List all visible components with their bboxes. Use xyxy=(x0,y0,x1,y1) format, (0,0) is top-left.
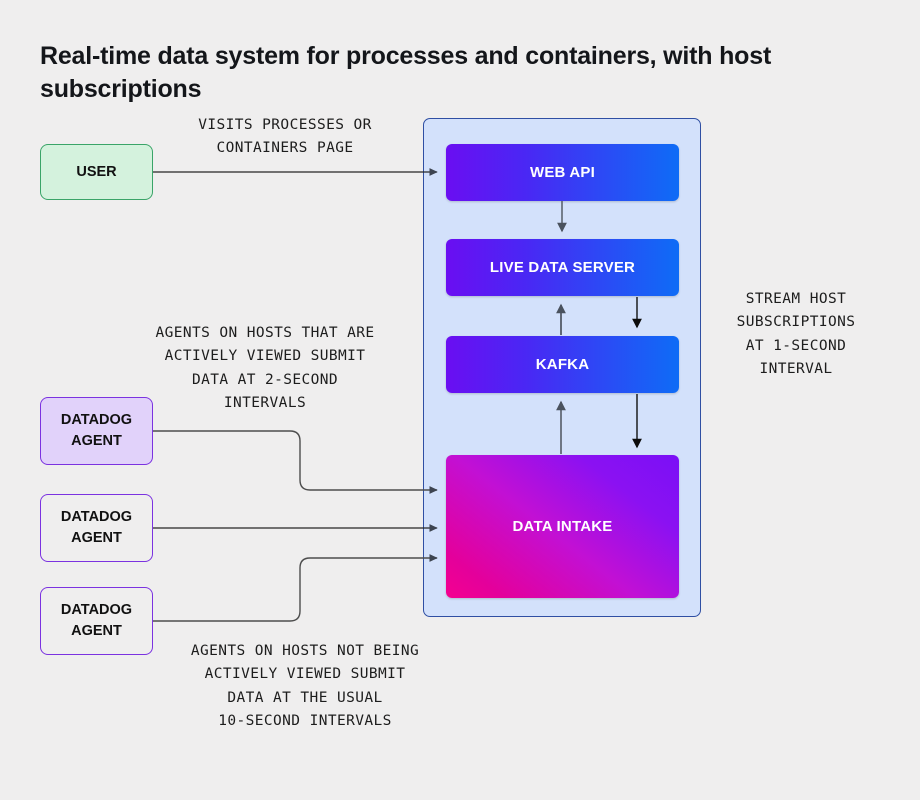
node-datadog-agent-2[interactable]: DATADOG AGENT xyxy=(40,494,153,562)
node-datadog-agent-3[interactable]: DATADOG AGENT xyxy=(40,587,153,655)
node-data-intake[interactable]: DATA INTAKE xyxy=(446,455,679,598)
node-datadog-agent-1[interactable]: DATADOG AGENT xyxy=(40,397,153,465)
node-kafka[interactable]: KAFKA xyxy=(446,336,679,393)
page-title: Real-time data system for processes and … xyxy=(40,42,772,104)
node-web-api[interactable]: WEB API xyxy=(446,144,679,201)
edge-agent-3-to-data-intake xyxy=(153,554,438,622)
annotation-inactive-agents: AGENTS ON HOSTS NOT BEING ACTIVELY VIEWE… xyxy=(190,643,420,730)
node-live-data-server[interactable]: LIVE DATA SERVER xyxy=(446,239,679,296)
annotation-user-flow: VISITS PROCESSES OR CONTAINERS PAGE xyxy=(198,117,372,157)
node-user[interactable]: USER xyxy=(40,144,153,200)
annotation-active-agents: AGENTS ON HOSTS THAT ARE ACTIVELY VIEWED… xyxy=(155,325,375,412)
annotation-stream-host: STREAM HOST SUBSCRIPTIONS AT 1-SECOND IN… xyxy=(736,291,856,378)
edge-agent-1-to-data-intake xyxy=(153,430,438,494)
